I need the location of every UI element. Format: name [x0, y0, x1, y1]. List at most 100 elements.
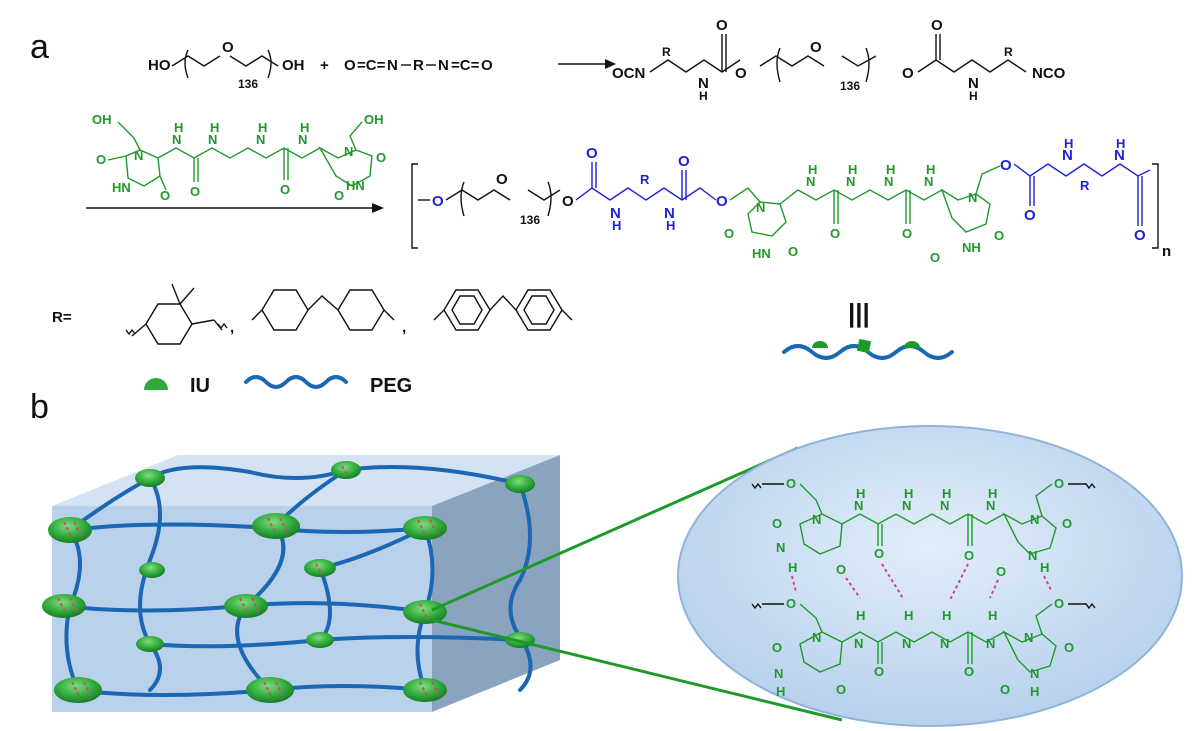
svg-text:O: O — [1000, 157, 1012, 174]
reaction-arrow-1 — [558, 59, 616, 69]
svg-text:n: n — [1162, 243, 1171, 260]
svg-text:O: O — [964, 664, 974, 679]
svg-text:R: R — [1080, 178, 1090, 193]
svg-text:N: N — [924, 174, 933, 189]
svg-text:H: H — [1116, 136, 1125, 151]
svg-text:H: H — [886, 162, 895, 177]
svg-text:O: O — [1064, 640, 1074, 655]
svg-text:N: N — [1024, 630, 1033, 645]
svg-text:=C=: =C= — [451, 57, 480, 74]
svg-text:O: O — [996, 564, 1006, 579]
svg-text:O: O — [724, 226, 734, 241]
svg-text:O: O — [190, 184, 200, 199]
svg-text:H: H — [666, 218, 675, 233]
reaction-arrow-2 — [86, 203, 384, 213]
svg-text:H: H — [808, 162, 817, 177]
svg-text:N: N — [698, 75, 709, 92]
svg-text:HN: HN — [752, 246, 771, 261]
svg-text:N: N — [1028, 548, 1037, 563]
hydrogen-bond-zoom: O N O N H O N H O N H N H O N H N O O H … — [677, 425, 1183, 727]
svg-text:N: N — [884, 174, 893, 189]
svg-text:HO: HO — [148, 57, 171, 74]
panel-b-label: b — [30, 388, 49, 426]
svg-text:N: N — [986, 498, 995, 513]
svg-text:,: , — [402, 319, 406, 336]
svg-text:H: H — [969, 89, 978, 103]
svg-text:R: R — [1004, 45, 1013, 59]
svg-text:N: N — [812, 630, 821, 645]
svg-text:H: H — [926, 162, 935, 177]
svg-text:O: O — [930, 250, 940, 265]
svg-text:O: O — [830, 226, 840, 241]
svg-text:O: O — [716, 17, 728, 34]
svg-text:O: O — [222, 39, 234, 56]
svg-text:R: R — [662, 45, 671, 59]
svg-text:N: N — [774, 666, 783, 681]
svg-text:HN: HN — [112, 180, 131, 195]
svg-text:OH: OH — [282, 57, 305, 74]
svg-text:O: O — [562, 193, 574, 210]
svg-text:,: , — [230, 319, 234, 336]
iu-legend-icon — [144, 378, 168, 390]
svg-text:N: N — [1062, 147, 1073, 164]
svg-text:H: H — [1030, 684, 1039, 699]
svg-text:H: H — [612, 218, 621, 233]
svg-text:O: O — [874, 664, 884, 679]
svg-text:O: O — [344, 57, 356, 74]
svg-text:H: H — [1064, 136, 1073, 151]
svg-text:N: N — [902, 636, 911, 651]
svg-text:N: N — [940, 636, 949, 651]
svg-text:N: N — [776, 540, 785, 555]
svg-text:O: O — [964, 548, 974, 563]
svg-text:136: 136 — [520, 213, 540, 227]
svg-text:H: H — [258, 120, 267, 135]
svg-text:H: H — [904, 608, 913, 623]
svg-text:O: O — [280, 182, 290, 197]
svg-text:N: N — [256, 132, 265, 147]
svg-text:O: O — [376, 150, 386, 165]
svg-text:O: O — [481, 57, 493, 74]
svg-text:N: N — [986, 636, 995, 651]
svg-text:H: H — [210, 120, 219, 135]
diisocyanate-reactant: O =C= N R N =C= O — [344, 57, 493, 74]
svg-text:R: R — [640, 172, 650, 187]
svg-text:N: N — [854, 636, 863, 651]
svg-text:=C=: =C= — [357, 57, 386, 74]
svg-text:O: O — [1000, 682, 1010, 697]
peg-legend-icon — [244, 375, 348, 389]
svg-text:H: H — [856, 608, 865, 623]
svg-text:N: N — [610, 205, 621, 222]
svg-text:H: H — [988, 608, 997, 623]
svg-text:N: N — [846, 174, 855, 189]
svg-text:H: H — [942, 486, 951, 501]
svg-text:R=: R= — [52, 309, 72, 326]
svg-text:O: O — [902, 65, 914, 82]
svg-text:H: H — [174, 120, 183, 135]
svg-text:O: O — [786, 596, 796, 611]
svg-text:N: N — [968, 190, 977, 205]
svg-text:O: O — [96, 152, 106, 167]
svg-text:O: O — [735, 65, 747, 82]
svg-text:OH: OH — [92, 112, 112, 127]
svg-text:N: N — [940, 498, 949, 513]
svg-text:O: O — [160, 188, 170, 203]
legend: IU PEG — [144, 375, 412, 397]
svg-text:H: H — [300, 120, 309, 135]
svg-text:N: N — [208, 132, 217, 147]
svg-text:O: O — [432, 193, 444, 210]
iu-legend-label: IU — [190, 375, 210, 397]
svg-text:H: H — [856, 486, 865, 501]
svg-text:N: N — [812, 512, 821, 527]
svg-text:N: N — [1030, 666, 1039, 681]
svg-text:O: O — [1024, 207, 1036, 224]
svg-text:H: H — [904, 486, 913, 501]
svg-text:O: O — [772, 516, 782, 531]
zoom-lines — [431, 446, 843, 722]
svg-text:N: N — [298, 132, 307, 147]
svg-text:H: H — [988, 486, 997, 501]
svg-text:N: N — [438, 57, 449, 74]
svg-text:NCO: NCO — [1032, 65, 1066, 82]
svg-text:O: O — [994, 228, 1004, 243]
